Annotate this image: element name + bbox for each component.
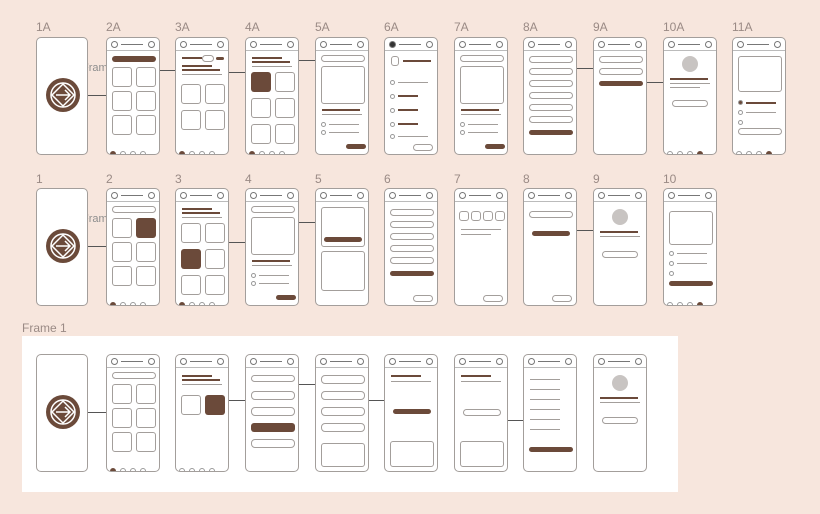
frame-label-1a: 1A <box>36 20 51 34</box>
wireframe-6a[interactable] <box>384 37 438 155</box>
frame-label-5a: 5A <box>315 20 330 34</box>
brand-logo-icon <box>46 395 80 429</box>
wireframe-7a[interactable] <box>454 37 508 155</box>
wireframe-2[interactable] <box>106 188 160 306</box>
brand-logo-icon <box>46 78 80 112</box>
wireframe-8[interactable] <box>523 188 577 306</box>
frame-label-2a: 2A <box>106 20 121 34</box>
wireframe-5a[interactable] <box>315 37 369 155</box>
wireframe-3[interactable] <box>175 188 229 306</box>
wireframe-9[interactable] <box>593 188 647 306</box>
wireframe-4[interactable] <box>245 188 299 306</box>
flow-connector <box>88 412 106 413</box>
flow-connector <box>647 82 663 83</box>
wireframe-frame1-2[interactable] <box>106 354 160 472</box>
wireframe-6[interactable] <box>384 188 438 306</box>
frame-label-5: 5 <box>315 172 322 186</box>
frame-label-10: 10 <box>663 172 677 186</box>
flow-connector <box>369 400 384 401</box>
splash-screen-frame1[interactable] <box>36 354 88 472</box>
flow-connector <box>299 60 315 61</box>
frame-label-6: 6 <box>384 172 391 186</box>
wireframe-frame1-4[interactable] <box>245 354 299 472</box>
flow-connector <box>577 68 593 69</box>
wireframe-10a[interactable] <box>663 37 717 155</box>
wireframe-frame1-3[interactable] <box>175 354 229 472</box>
wireframe-8a[interactable] <box>523 37 577 155</box>
wireframe-10[interactable] <box>663 188 717 306</box>
frame-label-10a: 10A <box>663 20 685 34</box>
wireframe-frame1-6[interactable] <box>384 354 438 472</box>
frame-label-7a: 7A <box>454 20 469 34</box>
flow-connector <box>229 242 245 243</box>
frame-label-3: 3 <box>175 172 182 186</box>
flow-connector <box>508 420 523 421</box>
brand-logo-icon <box>46 229 80 263</box>
flow-connector <box>88 95 106 96</box>
flow-connector <box>299 384 315 385</box>
wireframe-11a[interactable] <box>732 37 786 155</box>
wireframe-5[interactable] <box>315 188 369 306</box>
frame-label-inline-b: Frame <box>82 213 114 225</box>
splash-screen-1[interactable] <box>36 188 88 306</box>
success-check-icon <box>682 56 698 72</box>
wireframe-frame1-7[interactable] <box>454 354 508 472</box>
wireframe-3a[interactable] <box>175 37 229 155</box>
flow-connector <box>299 222 315 223</box>
flow-connector <box>577 230 593 231</box>
frame-label-4: 4 <box>245 172 252 186</box>
frame-label-8: 8 <box>523 172 530 186</box>
frame-label-inline-a: Frame <box>82 62 114 74</box>
wireframe-2a[interactable] <box>106 37 160 155</box>
frame-label-4a: 4A <box>245 20 260 34</box>
frame-label-3a: 3A <box>175 20 190 34</box>
wireframe-frame1-5[interactable] <box>315 354 369 472</box>
flow-connector <box>160 70 175 71</box>
frame-label-9a: 9A <box>593 20 608 34</box>
wireframe-9a[interactable] <box>593 37 647 155</box>
frame-label-11a: 11A <box>732 20 753 34</box>
flow-connector <box>88 246 106 247</box>
wireframe-7[interactable] <box>454 188 508 306</box>
frame-label-1: 1 <box>36 172 43 186</box>
frame-label-2: 2 <box>106 172 113 186</box>
flow-connector <box>229 400 245 401</box>
frame-label-7: 7 <box>454 172 461 186</box>
frame-label-8a: 8A <box>523 20 538 34</box>
wireframe-frame1-8[interactable] <box>523 354 577 472</box>
success-check-icon <box>612 375 628 391</box>
frame-label-6a: 6A <box>384 20 399 34</box>
splash-screen-1a[interactable] <box>36 37 88 155</box>
wireframe-frame1-9[interactable] <box>593 354 647 472</box>
success-check-icon <box>612 209 628 225</box>
flow-connector <box>229 72 245 73</box>
frame-label-9: 9 <box>593 172 600 186</box>
wireframe-4a[interactable] <box>245 37 299 155</box>
frame-1-title: Frame 1 <box>22 321 67 335</box>
